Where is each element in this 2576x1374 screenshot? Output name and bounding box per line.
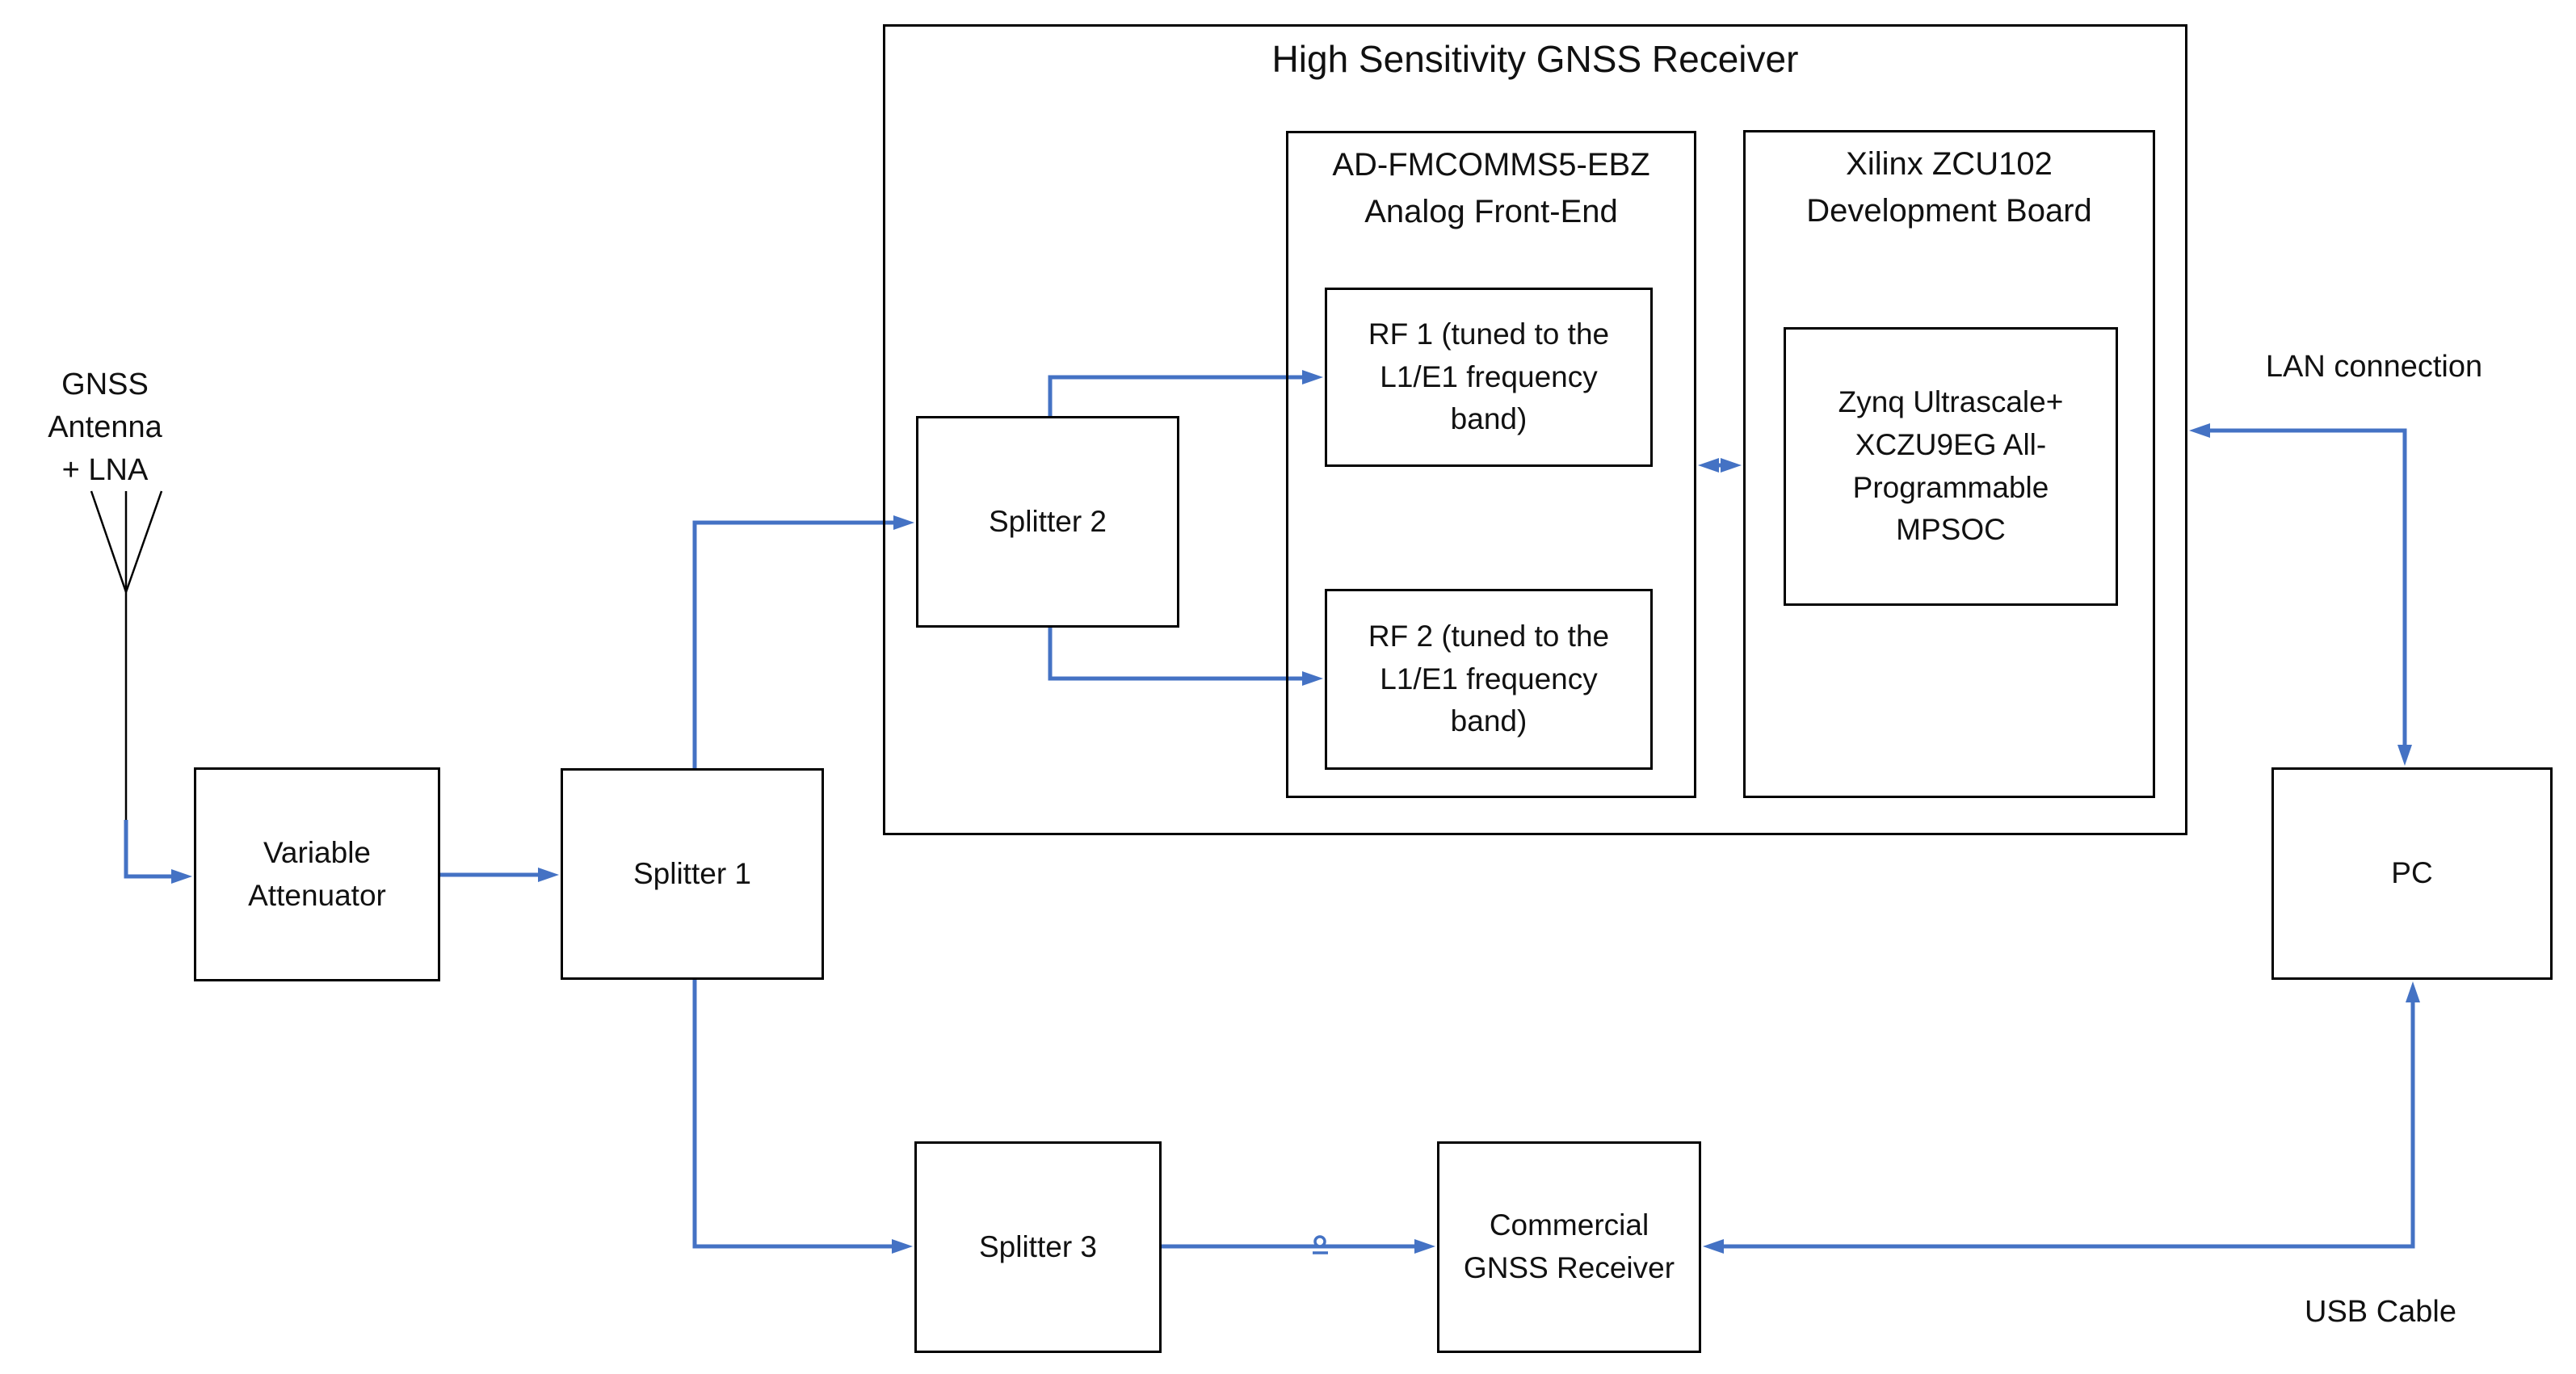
splitter2-label: Splitter 2 <box>988 504 1107 538</box>
zynq-label-line3: Programmable <box>1852 470 2049 504</box>
splitter3-label: Splitter 3 <box>978 1229 1097 1263</box>
variable-attenuator-box: Variable Attenuator <box>194 767 440 981</box>
splitter1-label: Splitter 1 <box>632 856 751 890</box>
connector-lan <box>2189 423 2412 766</box>
rf2-label-line1: RF 2 (tuned to the <box>1368 620 1610 653</box>
rf2-label-line2: L1/E1 frequency <box>1380 662 1598 695</box>
antenna-label-line2: + LNA <box>61 453 149 488</box>
antenna-label: GNSS Antenna + LNA <box>12 363 198 493</box>
rf1-box: RF 1 (tuned to the L1/E1 frequency band) <box>1325 288 1653 467</box>
zynq-label-line2: XCZU9EG All- <box>1855 427 2047 461</box>
variable-attenuator-label-line1: Variable <box>263 835 371 869</box>
variable-attenuator-label-line2: Attenuator <box>248 878 386 912</box>
splitter2-box: Splitter 2 <box>916 416 1179 628</box>
rf1-label-line3: band) <box>1450 402 1528 436</box>
line-jump-connector-icon <box>1313 1235 1328 1254</box>
commercial-receiver-label-line2: GNSS Receiver <box>1463 1251 1675 1284</box>
lan-connection-label: LAN connection <box>2265 350 2483 384</box>
rf1-label-line2: L1/E1 frequency <box>1380 359 1598 393</box>
analog-front-end-title-line1: AD-FMCOMMS5-EBZ <box>1332 147 1650 183</box>
connector-splitter1-to-splitter2 <box>692 515 914 768</box>
commercial-gnss-receiver-box: Commercial GNSS Receiver <box>1437 1141 1701 1353</box>
xilinx-board-title-line2: Development Board <box>1806 193 2092 229</box>
analog-front-end-box: AD-FMCOMMS5-EBZ Analog Front-End <box>1286 131 1696 798</box>
container-title: High Sensitivity GNSS Receiver <box>1271 38 1799 80</box>
xilinx-board-title-line1: Xilinx ZCU102 <box>1846 146 2053 182</box>
zynq-label-line4: MPSOC <box>1896 513 2006 547</box>
splitter1-box: Splitter 1 <box>561 768 824 980</box>
antenna-label-line1: GNSS Antenna <box>48 368 162 445</box>
zynq-mpsoc-box: Zynq Ultrascale+ XCZU9EG All- Programmab… <box>1784 327 2118 606</box>
commercial-receiver-label-line1: Commercial <box>1489 1208 1649 1242</box>
antenna-icon <box>90 490 163 820</box>
usb-cable-label: USB Cable <box>2305 1295 2456 1329</box>
zynq-label-line1: Zynq Ultrascale+ <box>1838 385 2064 419</box>
rf2-label-line3: band) <box>1450 704 1528 738</box>
connector-usb <box>1703 981 2420 1254</box>
rf2-box: RF 2 (tuned to the L1/E1 frequency band) <box>1325 589 1653 770</box>
rf1-label-line1: RF 1 (tuned to the <box>1368 317 1610 351</box>
pc-box: PC <box>2271 767 2553 980</box>
xilinx-board-box: Xilinx ZCU102 Development Board <box>1743 130 2155 798</box>
analog-front-end-title-line2: Analog Front-End <box>1364 194 1618 229</box>
high-sensitivity-gnss-receiver-container <box>883 24 2187 835</box>
splitter3-box: Splitter 3 <box>914 1141 1162 1353</box>
connector-antenna-to-attenuator <box>124 820 192 884</box>
connector-splitter1-to-splitter3 <box>692 980 913 1254</box>
pc-label: PC <box>2391 856 2433 890</box>
